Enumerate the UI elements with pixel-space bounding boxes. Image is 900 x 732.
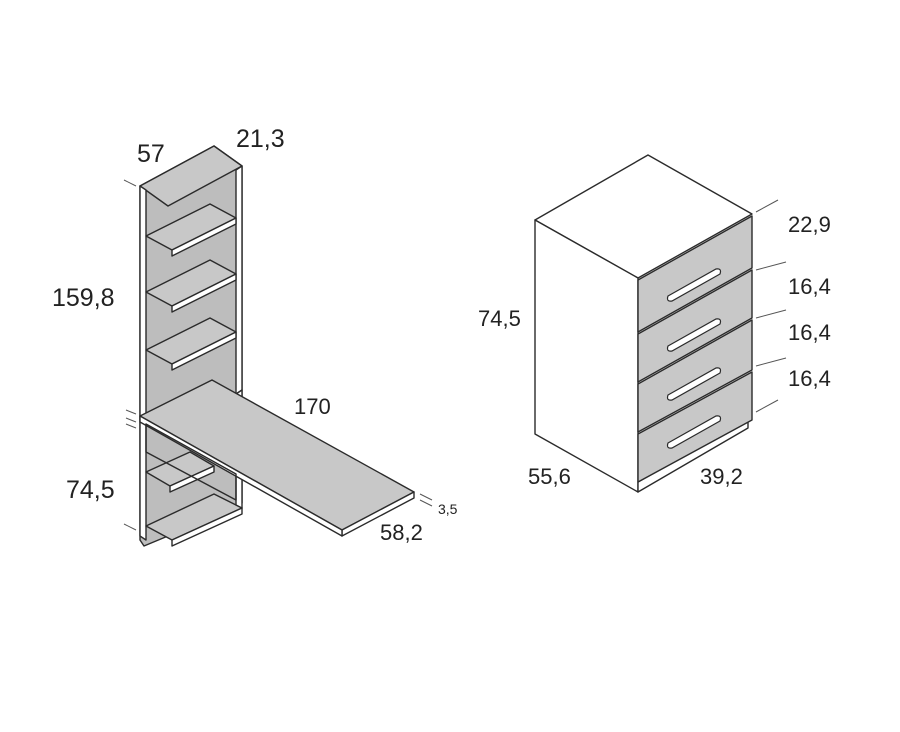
tick-drawer-3 — [755, 357, 787, 367]
drawer-2-front — [637, 269, 753, 383]
drawer-4-handle — [666, 415, 722, 449]
dim-top-depth: 57 — [137, 140, 165, 168]
lower-shelf-1-edge — [169, 465, 215, 493]
bookcase-desk-unit: 57 21,3 159,8 170 74,5 58,2 3,5 — [52, 125, 458, 547]
tick-desk-b — [125, 417, 137, 423]
tick-drawer-4 — [755, 399, 779, 413]
drawer-chest-unit: 74,5 22,9 16,4 16,4 16,4 55,6 39,2 — [478, 154, 831, 493]
dim-desk-length: 170 — [294, 394, 331, 419]
drawer-2-handle — [666, 318, 722, 352]
tick-top — [123, 179, 137, 187]
dim-drawer-4: 16,4 — [788, 366, 831, 391]
tick-bottom — [123, 523, 137, 531]
tick-drawer-2 — [755, 309, 787, 319]
desk-side-edge — [139, 415, 343, 537]
dim-desk-depth: 58,2 — [380, 520, 423, 545]
dim-drawer-1: 22,9 — [788, 212, 831, 237]
bookcase-right-post — [235, 165, 243, 395]
tick-desk-c — [125, 423, 137, 429]
shelf-2-edge — [171, 273, 237, 313]
shelf-1-edge — [171, 217, 237, 257]
bottom-shelf-edge — [171, 507, 243, 547]
dim-drawer-2: 16,4 — [788, 274, 831, 299]
tick-drawer-1 — [755, 261, 787, 271]
dim-chest-width: 39,2 — [700, 464, 743, 489]
dim-top-width: 21,3 — [236, 125, 285, 153]
bookcase-left-side — [139, 185, 147, 541]
dim-chest-depth: 55,6 — [528, 464, 571, 489]
dim-chest-height: 74,5 — [478, 306, 521, 331]
dim-desk-thickness: 3,5 — [438, 501, 458, 517]
tick-drawer-top — [755, 199, 779, 213]
drawer-4-front — [637, 371, 753, 483]
tick-thickness-a — [419, 493, 433, 501]
dim-total-height: 159,8 — [52, 284, 115, 312]
desk-support-panel — [145, 423, 237, 501]
drawer-3-handle — [666, 367, 722, 401]
drawer-1-front — [637, 215, 753, 333]
dim-drawer-3: 16,4 — [788, 320, 831, 345]
drawer-3-front — [637, 319, 753, 433]
shelf-3-edge — [171, 331, 237, 371]
tick-thickness-b — [419, 499, 433, 507]
drawer-1-handle — [666, 268, 722, 302]
dim-desk-height: 74,5 — [66, 476, 115, 504]
tick-desk-a — [125, 409, 137, 415]
